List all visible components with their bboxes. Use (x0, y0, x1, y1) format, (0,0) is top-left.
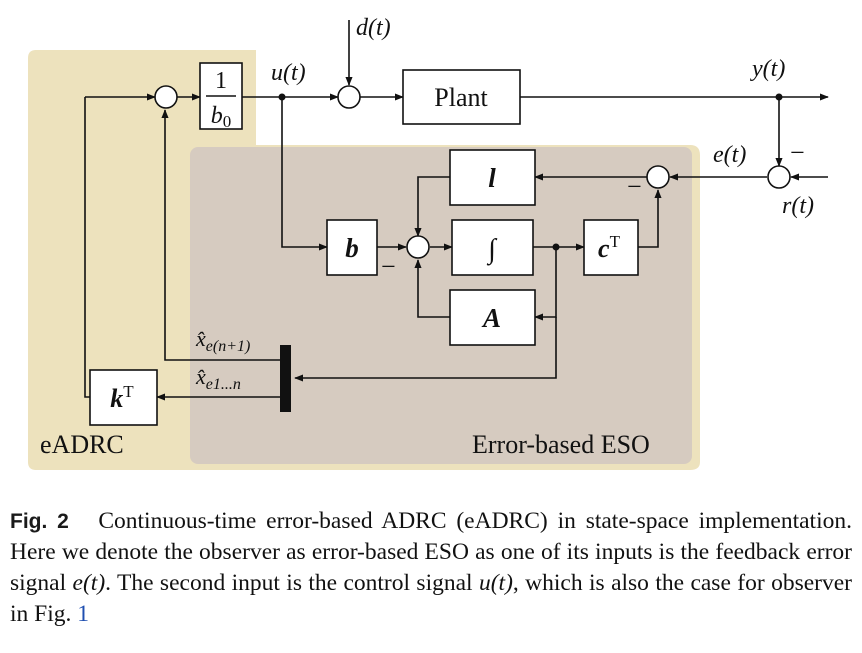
gain-numerator: 1 (215, 68, 227, 94)
plant-block (402, 69, 521, 125)
sum-junction-disturbance (337, 85, 361, 109)
eadrc-region-label: eADRC (40, 430, 124, 459)
minus-sign-b: − (381, 252, 396, 281)
signal-d: d(t) (356, 15, 391, 41)
c-label: cT (598, 232, 621, 263)
a-matrix-block (449, 289, 536, 346)
plant-label: Plant (434, 83, 488, 112)
signal-xhat-bottom: x̂e1...n (195, 364, 241, 393)
signal-u: u(t) (271, 60, 306, 86)
error-based-eso-region (190, 147, 692, 464)
caption-text-2: . The second input is the control signal (105, 570, 479, 596)
sum-junction-observer-error (646, 165, 670, 189)
signal-xhat-top: x̂e(n+1) (195, 326, 250, 355)
sum-junction-error (767, 165, 791, 189)
gain-denominator: b0 (211, 103, 232, 131)
eso-region-label: Error-based ESO (472, 430, 650, 459)
caption-e-symbol: e(t) (72, 570, 106, 596)
k-label: kT (110, 382, 134, 413)
figure-label: Fig. 2 (10, 510, 69, 533)
signal-y: y(t) (750, 56, 785, 82)
figure-reference-link[interactable]: 1 (77, 601, 90, 627)
demux-bar (280, 345, 291, 412)
signal-r: r(t) (782, 193, 814, 219)
a-label: A (481, 303, 501, 333)
c-transpose-block (583, 219, 639, 276)
b-label: b (345, 233, 359, 263)
l-label: l (488, 163, 496, 193)
integrator-label: ∫ (486, 234, 498, 266)
figure-caption: Fig. 2 Continuous-time error-based ADRC … (10, 506, 852, 630)
minus-sign-observer: − (627, 172, 642, 201)
l-gain-block (449, 149, 536, 206)
caption-text-1: Continuous-time error-based ADRC (eADRC)… (10, 508, 852, 596)
integrator-block (451, 219, 534, 276)
k-transpose-block (89, 369, 158, 426)
eadrc-block-diagram: 1 b0 Plant l b ∫ cT A kT u(t) d(t) y(t) … (28, 15, 829, 470)
signal-e: e(t) (713, 142, 746, 168)
caption-u-symbol: u(t) (478, 570, 513, 596)
sum-junction-input (154, 85, 178, 109)
sum-junction-observer-state (406, 235, 430, 259)
caption-text-3: , which is also the case for observer in… (10, 570, 852, 627)
b-gain-block (326, 219, 378, 276)
minus-sign-error: − (790, 138, 805, 167)
